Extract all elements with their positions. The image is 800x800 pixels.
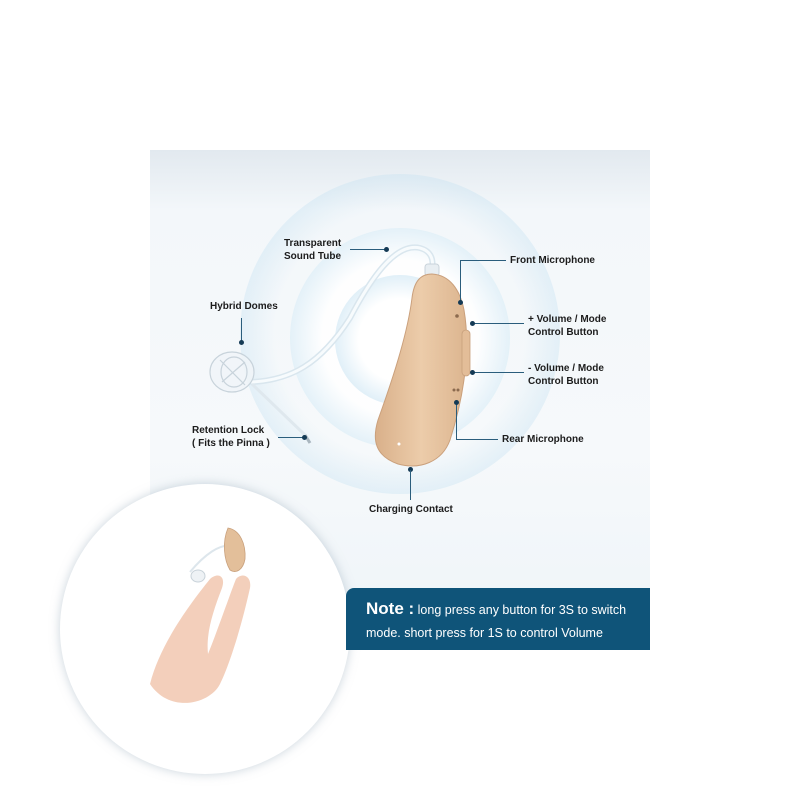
note-key: Note : bbox=[366, 599, 415, 618]
hearing-aid-illustration bbox=[209, 244, 471, 467]
leader-dot bbox=[384, 247, 389, 252]
label-text: ( Fits the Pinna ) bbox=[192, 438, 270, 449]
label-text: - Volume / Mode bbox=[528, 363, 604, 374]
label-volume-up-button: + Volume / Mode Control Button bbox=[528, 313, 606, 339]
note-banner: Note : long press any button for 3S to s… bbox=[346, 588, 650, 650]
label-text: + Volume / Mode bbox=[528, 314, 607, 325]
leader-dot bbox=[302, 435, 307, 440]
label-front-microphone: Front Microphone bbox=[510, 255, 595, 266]
leader-dot bbox=[458, 300, 463, 305]
leader-line bbox=[350, 249, 386, 250]
label-retention-lock: Retention Lock ( Fits the Pinna ) bbox=[192, 424, 270, 450]
leader-dot bbox=[470, 370, 475, 375]
leader-line bbox=[472, 372, 524, 373]
note-line2: mode. short press for 1S to control Volu… bbox=[366, 626, 603, 640]
hybrid-dome-shape bbox=[209, 351, 255, 393]
leader-line bbox=[456, 402, 457, 440]
leader-line bbox=[456, 439, 498, 440]
label-text: Transparent bbox=[284, 238, 342, 249]
label-text: Control Button bbox=[528, 327, 599, 338]
label-sound-tube: Transparent Sound Tube bbox=[284, 237, 341, 263]
leader-line bbox=[278, 437, 304, 438]
leader-line bbox=[460, 260, 461, 302]
leader-line bbox=[460, 260, 506, 261]
label-text: Retention Lock bbox=[192, 425, 265, 436]
leader-dot bbox=[470, 321, 475, 326]
label-hybrid-domes: Hybrid Domes bbox=[210, 301, 278, 312]
label-volume-down-button: - Volume / Mode Control Button bbox=[528, 362, 604, 388]
label-text: Sound Tube bbox=[284, 251, 342, 262]
label-charging-contact: Charging Contact bbox=[369, 504, 453, 515]
hand-holding-device-illustration bbox=[150, 527, 251, 703]
label-text: Control Button bbox=[528, 376, 599, 387]
leader-dot bbox=[239, 340, 244, 345]
leader-line bbox=[472, 323, 524, 324]
leader-dot bbox=[408, 467, 413, 472]
leader-line bbox=[410, 470, 411, 500]
note-text: Note : long press any button for 3S to s… bbox=[366, 597, 626, 645]
label-rear-microphone: Rear Microphone bbox=[502, 434, 584, 445]
product-diagram-panel: Transparent Sound Tube Hybrid Domes Rete… bbox=[150, 150, 650, 650]
leader-line bbox=[241, 318, 242, 342]
note-line1: long press any button for 3S to switch bbox=[414, 603, 627, 617]
hand-photo-inset bbox=[60, 484, 350, 774]
leader-dot bbox=[454, 400, 459, 405]
